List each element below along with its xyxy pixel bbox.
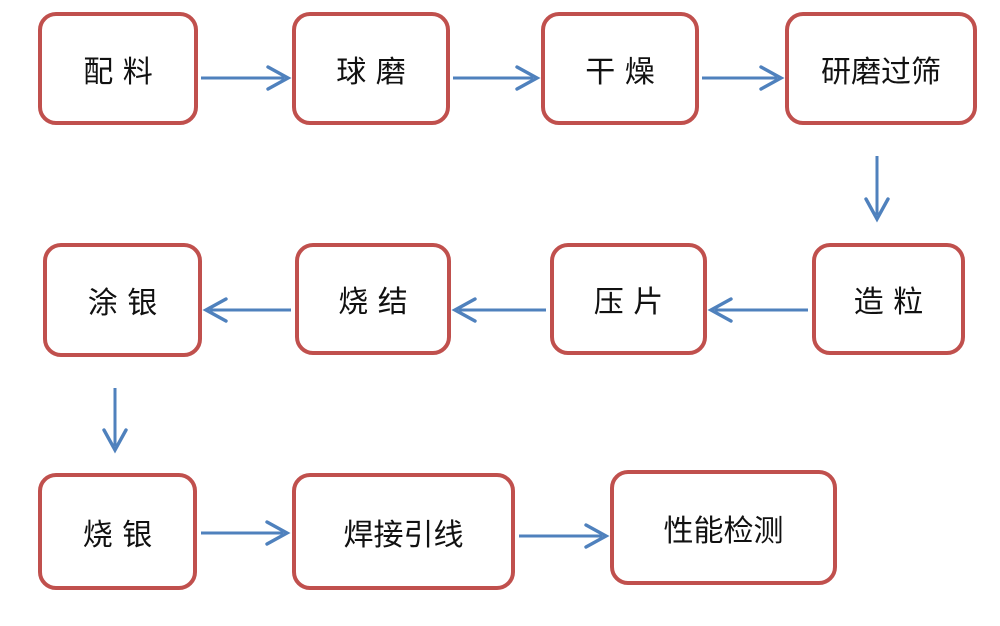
arrow-tuyin-to-shaoyin bbox=[102, 388, 128, 454]
flow-node-yapian: 压 片 bbox=[550, 243, 707, 355]
arrow-ganzao-to-yanmo bbox=[702, 65, 785, 91]
arrow-shaojie-to-tuyin bbox=[202, 297, 291, 323]
flow-node-shaojie: 烧 结 bbox=[295, 243, 451, 355]
flow-node-zaoli: 造 粒 bbox=[812, 243, 965, 355]
flow-node-peiliao: 配 料 bbox=[38, 12, 198, 125]
flow-node-ganzao: 干 燥 bbox=[541, 12, 699, 125]
flow-node-yanmo-guoshai: 研磨过筛 bbox=[785, 12, 977, 125]
flow-node-tuyin: 涂 银 bbox=[43, 243, 202, 357]
flow-node-hanjie-yinxian: 焊接引线 bbox=[292, 473, 515, 590]
flow-node-qiumo: 球 磨 bbox=[292, 12, 450, 125]
arrow-peiliao-to-qiumo bbox=[201, 65, 292, 91]
flow-node-xingneng-jiance: 性能检测 bbox=[610, 470, 837, 585]
arrow-yanmo-to-zaoli bbox=[864, 156, 890, 223]
arrow-zaoli-to-yapian bbox=[707, 297, 808, 323]
flow-node-shaoyin: 烧 银 bbox=[38, 473, 197, 590]
arrow-shaoyin-to-hanjie bbox=[201, 520, 291, 546]
arrow-qiumo-to-ganzao bbox=[453, 65, 541, 91]
arrow-yapian-to-shaojie bbox=[451, 297, 546, 323]
arrow-hanjie-to-xingneng bbox=[519, 523, 610, 549]
